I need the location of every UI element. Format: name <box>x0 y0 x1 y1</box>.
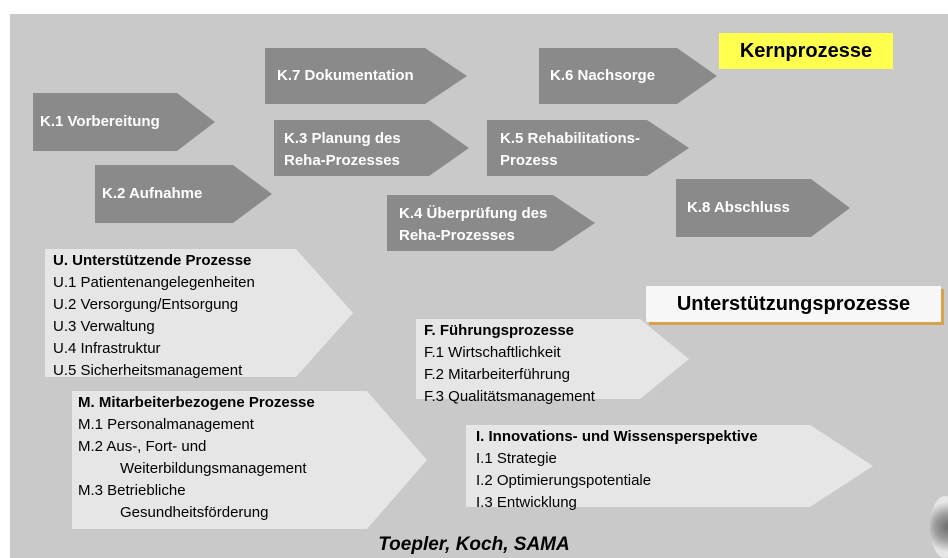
group-item: U.1 Patientenangelegenheiten <box>53 274 255 291</box>
step-k4: K.4 Überprüfung des Reha-Prozesses <box>399 203 547 247</box>
step-label: K.1 Vorbereitung <box>40 113 160 130</box>
group-item: I.3 Entwicklung <box>476 494 577 511</box>
step-k2: K.2 Aufnahme <box>102 183 202 205</box>
arrow-f <box>416 319 689 399</box>
core-processes-title: Kernprozesse <box>719 33 893 69</box>
footer-authors: Toepler, Koch, SAMA <box>378 534 570 555</box>
group-item: U.2 Versorgung/Entsorgung <box>53 296 239 313</box>
arrow-k8 <box>676 179 850 237</box>
step-label: K.6 Nachsorge <box>550 67 656 84</box>
step-label: K.4 Überprüfung des <box>399 205 548 222</box>
step-k5: K.5 Rehabilitations- Prozess <box>500 128 640 172</box>
group-item: F.3 Qualitätsmanagement <box>424 388 595 405</box>
step-label: K.8 Abschluss <box>687 199 790 216</box>
group-item: U.5 Sicherheitsmanagement <box>53 362 243 379</box>
step-label-line2: Reha-Prozesses <box>399 227 515 244</box>
arrow-m <box>72 391 427 529</box>
group-item: Weiterbildungsmanagement <box>120 460 307 477</box>
group-item: I.2 Optimierungspotentiale <box>476 472 652 489</box>
arrow-i <box>466 425 873 507</box>
step-label: K.2 Aufnahme <box>102 185 203 202</box>
group-f: F. Führungsprozesse F.1 Wirtschaftlichke… <box>424 320 595 408</box>
group-item: U.4 Infrastruktur <box>53 340 161 357</box>
group-heading: M. Mitarbeiterbezogene Prozesse <box>78 394 315 411</box>
group-item: M.2 Aus-, Fort- und <box>78 438 207 455</box>
group-item: M.1 Personalmanagement <box>78 416 254 433</box>
group-heading: I. Innovations- und Wissensperspektive <box>476 428 758 445</box>
group-item: I.1 Strategie <box>476 450 557 467</box>
step-k7: K.7 Dokumentation <box>277 65 414 87</box>
group-item: F.2 Mitarbeiterführung <box>424 366 570 383</box>
group-item: U.3 Verwaltung <box>53 318 155 335</box>
group-item: M.3 Betriebliche <box>78 482 186 499</box>
step-k3: K.3 Planung des Reha-Prozesses <box>284 128 401 172</box>
step-k1: K.1 Vorbereitung <box>40 111 160 133</box>
step-label-line2: Prozess <box>500 152 558 169</box>
step-k8: K.8 Abschluss <box>687 197 790 219</box>
arrow-k3 <box>274 120 469 176</box>
group-item: Gesundheitsförderung <box>120 504 269 521</box>
group-u: U. Unterstützende Prozesse U.1 Patienten… <box>53 250 255 382</box>
arrow-k2 <box>95 165 272 223</box>
step-label: K.3 Planung des <box>284 130 401 147</box>
step-k6: K.6 Nachsorge <box>550 65 655 87</box>
arrow-k5 <box>487 120 689 176</box>
corner-logo-icon <box>930 496 948 558</box>
arrow-k6 <box>539 48 717 104</box>
arrow-k7 <box>265 48 467 104</box>
arrow-u <box>45 249 353 377</box>
step-label: K.5 Rehabilitations- <box>500 130 641 147</box>
step-label-line2: Reha-Prozesses <box>284 152 400 169</box>
step-label: K.7 Dokumentation <box>277 67 414 84</box>
group-item: F.1 Wirtschaftlichkeit <box>424 344 561 361</box>
group-i: I. Innovations- und Wissensperspektive I… <box>476 426 758 514</box>
group-m: M. Mitarbeiterbezogene Prozesse M.1 Pers… <box>78 392 315 524</box>
arrow-k4 <box>387 195 595 251</box>
arrow-k1 <box>33 93 215 151</box>
support-processes-title: Unterstützungsprozesse <box>646 286 941 322</box>
group-heading: U. Unterstützende Prozesse <box>53 252 252 269</box>
group-heading: F. Führungsprozesse <box>424 322 575 339</box>
